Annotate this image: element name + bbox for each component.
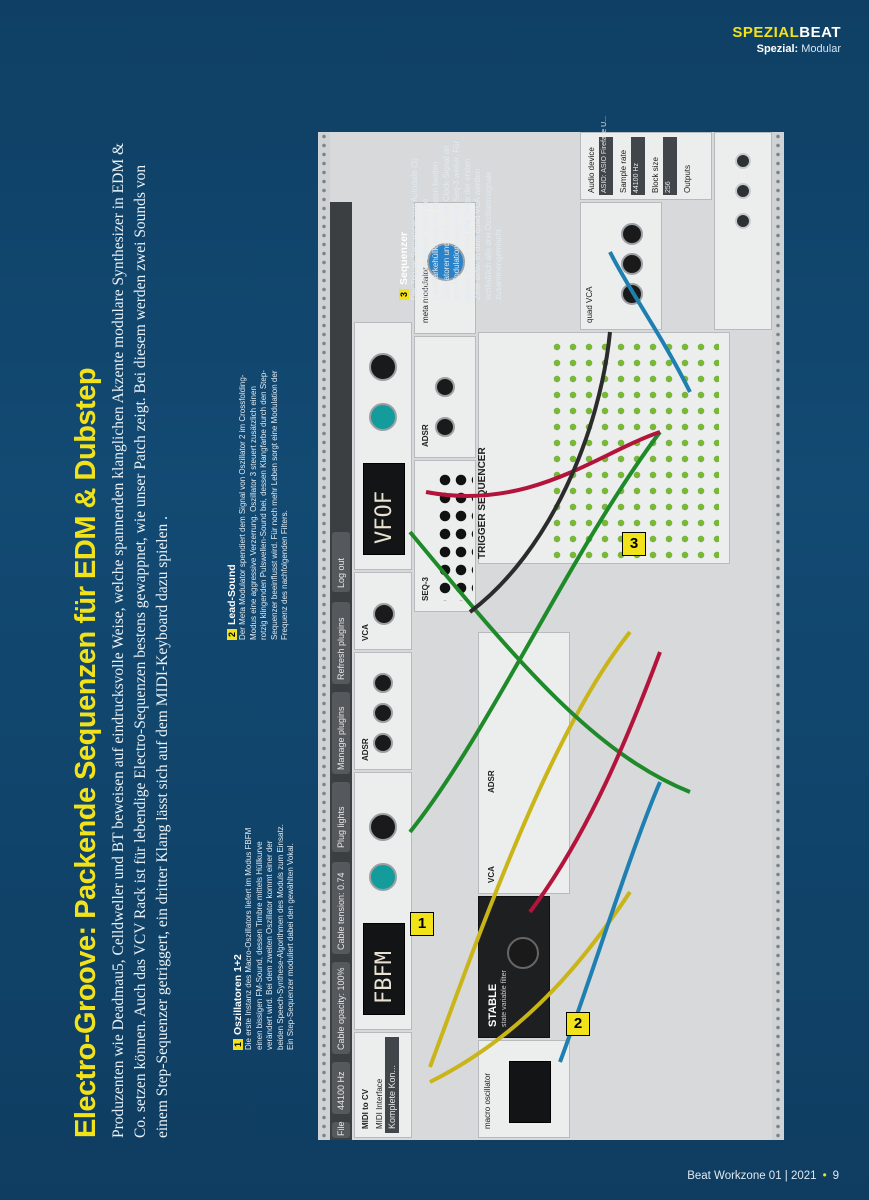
callout-lead-sound: 2Lead-Sound Der Meta Modulator spendiert… [226,370,289,640]
cable-green [408,430,662,834]
vca-1-module: VCA [354,572,412,650]
oscillator-2-display: VFOF [363,463,405,555]
audio-device-select[interactable]: ASIO: ASIO Fireface U... [599,116,613,195]
adsr-1-attack-knob[interactable] [373,733,393,753]
adsr-2-decay-knob[interactable] [435,377,455,397]
toolbar-item-cable-tension[interactable]: Cable tension: 0.74 [332,862,350,954]
cable-yellow [428,630,632,1068]
sample-rate-select[interactable]: 44100 Hz [631,137,645,195]
article-title: Electro-Groove: Packende Sequenzen für E… [70,367,102,1138]
brand-logo: SPEZIALBEAT [732,24,841,41]
toolbar-item-cable-opacity[interactable]: Cable opacity: 100% [332,962,350,1054]
cable-yellow [429,890,632,1084]
rack-toolbar: File 44100 Hz Cable opacity: 100% Cable … [330,202,352,1140]
cable-dark [468,331,612,614]
rack-rail-right [772,132,784,1140]
cable-blue [608,251,692,393]
callout-badge-1: 1 [410,912,434,936]
vcv-rack-screenshot: File 44100 Hz Cable opacity: 100% Cable … [318,116,784,1140]
midi-to-cv-module: MIDI to CV MIDI Interface Komplete Kon..… [354,1032,412,1138]
macro-oscillator-2: VFOF [354,322,412,570]
meta-modulator-module: meta modulator [414,202,476,334]
stable-filter-module: STABLE state variable filter [478,896,550,1038]
meta-modulator-algorithm-knob[interactable] [427,243,465,281]
quad-vca-knob-3[interactable] [621,253,643,275]
oscillator-2-timbre-knob[interactable] [369,353,397,381]
midi-interface-select[interactable]: Komplete Kon... [385,1037,399,1133]
adsr-vca-lower: VCA ADSR [478,632,570,894]
adsr-2-module: ADSR [414,336,476,458]
seq3-module: SEQ-3 [414,460,476,612]
toolbar-item-refresh-plugins[interactable]: Refresh plugins [332,602,350,684]
vca-1-level-knob[interactable] [373,603,395,625]
trigger-sequencer-step-grid[interactable] [549,339,719,559]
callout-badge-2: 2 [566,1012,590,1036]
adsr-1-sustain-knob[interactable] [373,673,393,693]
macro-oscillator-3: macro oscillator [478,1040,570,1138]
adsr-1-module: ADSR [354,652,412,770]
quad-vca-knob-4[interactable] [621,223,643,245]
audio-outputs-jacks [714,132,772,330]
oscillator-3-display [509,1061,551,1123]
cable-green [408,530,691,794]
callout-badge-3: 3 [622,532,646,556]
output-jack[interactable] [735,153,751,169]
callout-oscillators: 1Oszillatoren 1+2 Die erste Instanz des … [232,824,295,1050]
toolbar-item-samplerate[interactable]: 44100 Hz [332,1062,350,1114]
toolbar-item-logout[interactable]: Log out [332,532,350,592]
rack-rail-left [318,132,330,1140]
adsr-2-attack-knob[interactable] [435,417,455,437]
oscillator-1-coarse-knob[interactable] [369,863,397,891]
filter-cutoff-knob[interactable] [507,937,539,969]
oscillator-1-timbre-knob[interactable] [369,813,397,841]
cable-red [425,430,661,498]
trigger-sequencer-module: TRIGGER SEQUENCER [477,332,730,564]
adsr-1-decay-knob[interactable] [373,703,393,723]
macro-oscillator-1: FBFM [354,772,412,1030]
callout-sequencer: 3Sequenzer Der Trigger Sequencer von Aut… [398,140,503,300]
toolbar-item-file[interactable]: File [332,1121,350,1138]
oscillator-1-display: FBFM [363,923,405,1015]
section-badge: SPEZIALBEAT Spezial: Modular [732,24,841,55]
audio-device-module: Audio device ASIO: ASIO Fireface U... Sa… [580,116,712,200]
article-lead: Produzenten wie Deadmau5, Celldweller un… [110,142,171,1138]
toolbar-item-plug-lights[interactable]: Plug lights [332,782,350,852]
section-label: Spezial: Modular [756,43,841,55]
rack-area: File 44100 Hz Cable opacity: 100% Cable … [330,116,772,1140]
toolbar-item-manage-plugins[interactable]: Manage plugins [332,692,350,774]
block-size-select[interactable]: 256 [663,137,677,195]
patch-cables [408,251,692,1084]
output-jack[interactable] [735,213,751,229]
oscillator-2-coarse-knob[interactable] [369,403,397,431]
output-jack[interactable] [735,183,751,199]
cable-red [528,651,662,914]
page-footer: Beat Workzone 01 | 2021•9 [687,1170,839,1182]
